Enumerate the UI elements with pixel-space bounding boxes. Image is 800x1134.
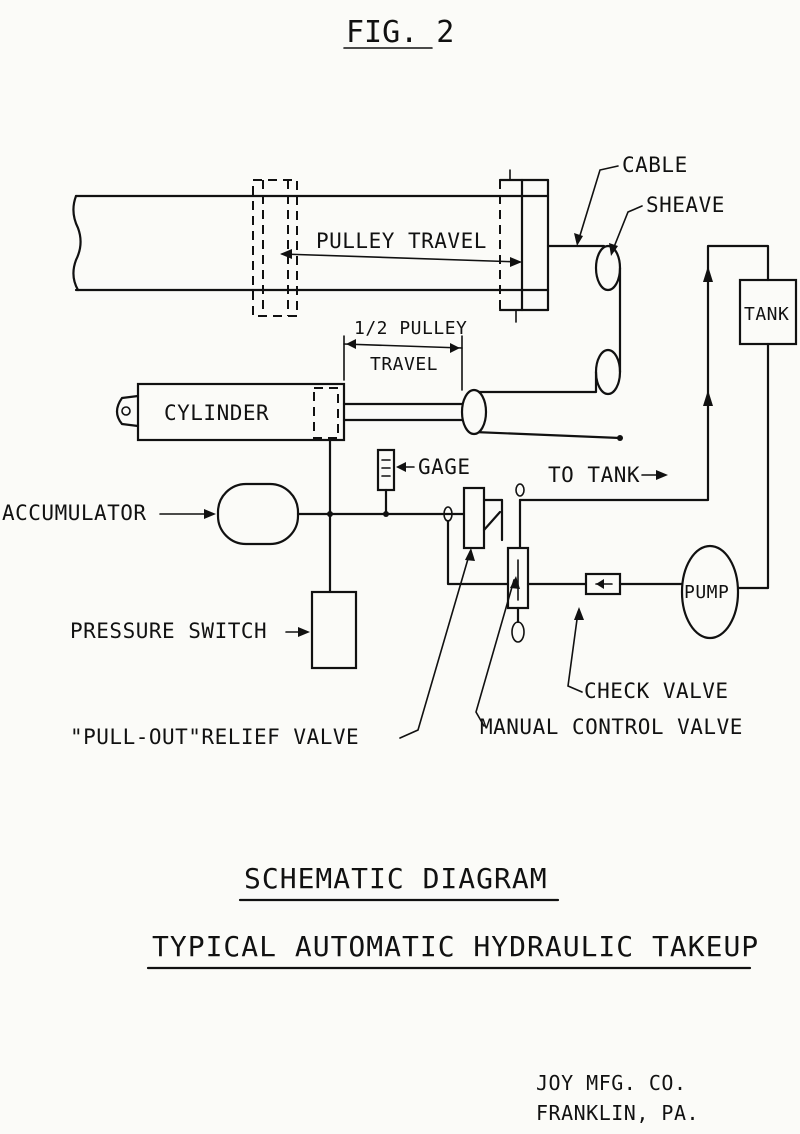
gage — [376, 448, 396, 492]
tank-return-line — [518, 244, 770, 502]
to-tank-label: TO TANK — [548, 463, 640, 487]
half-pulley-travel-label-line2: TRAVEL — [370, 354, 438, 375]
cable-return — [472, 430, 622, 440]
accumulator-label: ACCUMULATOR — [2, 501, 147, 525]
pressure-switch — [310, 590, 358, 670]
cylinder — [115, 382, 488, 442]
cable-label: CABLE — [622, 153, 688, 177]
subtitle: TYPICAL AUTOMATIC HYDRAULIC TAKEUP — [152, 930, 759, 963]
half-pulley-travel-label-line1: 1/2 PULLEY — [354, 318, 467, 339]
sheave-lower — [594, 348, 622, 396]
sheave-label: SHEAVE — [646, 193, 725, 217]
flow-arrow-lower — [703, 390, 713, 406]
manual-control-valve-leader — [475, 579, 515, 727]
sheave-leader — [611, 205, 643, 253]
tank-label: TANK — [744, 304, 789, 325]
pulley-extended — [498, 169, 550, 323]
pump — [680, 544, 740, 640]
half-pulley-travel-dimension — [343, 335, 463, 391]
relief-valve-leader — [399, 551, 471, 739]
check-valve-leader — [567, 611, 583, 693]
pressure-switch-label: PRESSURE SWITCH — [70, 619, 267, 643]
flow-arrow-upper — [703, 266, 713, 282]
relief-valve — [462, 486, 486, 550]
cylinder-label: CYLINDER — [164, 401, 269, 425]
pulley-retracted-outline — [252, 179, 298, 317]
cable-leader — [577, 165, 619, 243]
manual-control-handle — [511, 621, 525, 643]
pulley-travel-dimension — [280, 249, 522, 267]
relief-valve-label: "PULL-OUT"RELIEF VALVE — [70, 725, 359, 749]
gage-label: GAGE — [418, 455, 471, 479]
check-valve-label: CHECK VALVE — [584, 679, 729, 703]
cable-to-cylinder — [472, 370, 598, 394]
manual-control-valve-label: MANUAL CONTROL VALVE — [480, 715, 743, 739]
tank-supply-line — [734, 342, 770, 590]
company-location: FRANKLIN, PA. — [536, 1101, 699, 1125]
pulley-travel-label: PULLEY TRAVEL — [316, 229, 487, 253]
accumulator — [216, 482, 300, 546]
conveyor-frame — [72, 194, 550, 292]
figure-label: FIG. 2 — [346, 15, 454, 50]
pump-label: PUMP — [684, 582, 729, 603]
company-name: JOY MFG. CO. — [536, 1071, 687, 1095]
sheave-upper — [594, 244, 622, 292]
schematic-title: SCHEMATIC DIAGRAM — [244, 862, 548, 895]
